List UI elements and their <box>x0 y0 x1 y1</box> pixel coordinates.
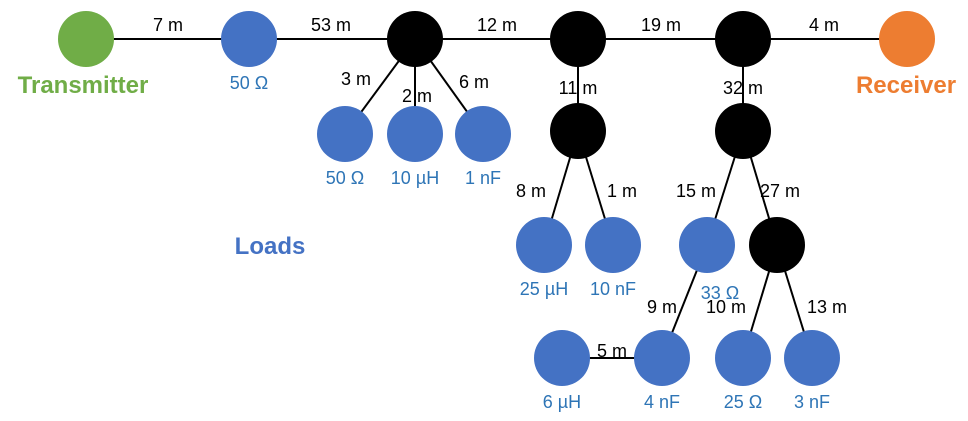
edge-length-label: 2 m <box>402 86 432 106</box>
edge-length-label: 3 m <box>341 69 371 89</box>
edge-length-label: 15 m <box>676 181 716 201</box>
junction-node-j2 <box>550 11 606 67</box>
node-labels-layer: 50 Ω 50 Ω 10 µH 1 nF 25 µH 10 nF 33 Ω 6 µH 4 nF 2… <box>230 73 830 412</box>
edge-length-label: 4 m <box>809 15 839 35</box>
junction-node-j5 <box>715 103 771 159</box>
transmitter-label: Transmitter <box>18 72 149 99</box>
edge-length-label: 8 m <box>516 181 546 201</box>
load-node-l5 <box>516 217 572 273</box>
load-node-l6 <box>585 217 641 273</box>
edge-labels-layer: 7 m 53 m 12 m 19 m 4 m 3 m 2 m 6 m 11 m 32 m 8 m 1 … <box>153 15 847 361</box>
load-value-label: 25 Ω <box>724 392 762 412</box>
junction-node-j1 <box>387 11 443 67</box>
receiver-label: Receiver <box>856 72 956 99</box>
loads-label: Loads <box>235 233 306 260</box>
load-node-l8 <box>534 330 590 386</box>
load-value-label: 1 nF <box>465 168 501 188</box>
load-node-l1 <box>221 11 277 67</box>
load-node-l10 <box>715 330 771 386</box>
edge-length-label: 9 m <box>647 297 677 317</box>
edge-length-label: 1 m <box>607 181 637 201</box>
edge-length-label: 32 m <box>723 78 763 98</box>
junction-node-j6 <box>749 217 805 273</box>
nodes-layer <box>58 11 935 386</box>
load-node-l11 <box>784 330 840 386</box>
load-value-label: 10 µH <box>391 168 439 188</box>
load-node-l9 <box>634 330 690 386</box>
load-value-label: 6 µH <box>543 392 581 412</box>
edge-length-label: 13 m <box>807 297 847 317</box>
load-value-label: 25 µH <box>520 279 568 299</box>
edge-length-label: 11 m <box>559 78 598 98</box>
load-value-label: 50 Ω <box>230 73 268 93</box>
edge-length-label: 27 m <box>760 181 800 201</box>
edge-length-label: 6 m <box>459 72 489 92</box>
edge-length-label: 12 m <box>477 15 517 35</box>
receiver-node-rx <box>879 11 935 67</box>
edge-length-label: 7 m <box>153 15 183 35</box>
edge-length-label: 53 m <box>311 15 351 35</box>
load-node-l2 <box>317 106 373 162</box>
load-value-label: 3 nF <box>794 392 830 412</box>
junction-node-j3 <box>715 11 771 67</box>
load-value-label: 4 nF <box>644 392 680 412</box>
load-node-l7 <box>679 217 735 273</box>
transmitter-node-tx <box>58 11 114 67</box>
edge-length-label: 10 m <box>706 297 746 317</box>
load-node-l3 <box>387 106 443 162</box>
load-value-label: 10 nF <box>590 279 636 299</box>
junction-node-j4 <box>550 103 606 159</box>
edge-length-label: 5 m <box>597 341 627 361</box>
edge-length-label: 19 m <box>641 15 681 35</box>
load-node-l4 <box>455 106 511 162</box>
load-value-label: 50 Ω <box>326 168 364 188</box>
load-value-label: 33 Ω <box>701 283 739 303</box>
